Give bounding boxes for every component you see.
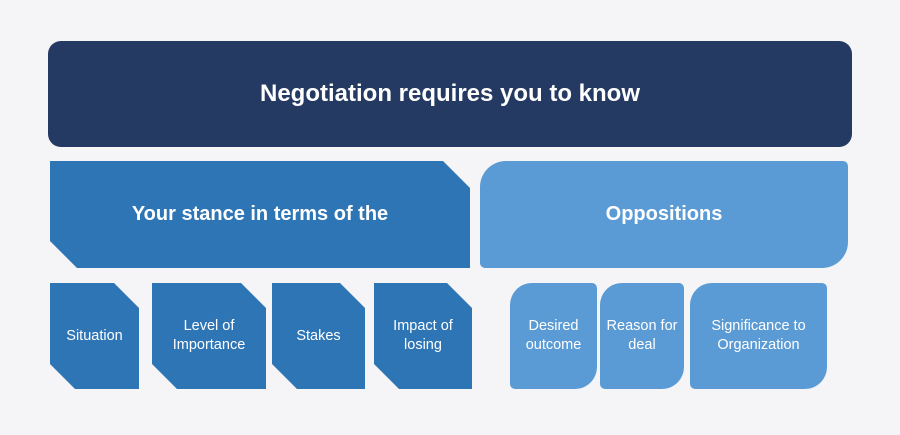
- node-impact-of-losing-label: Impact of losing: [393, 318, 453, 353]
- node-significance-to-organization-label: Significance to Organization: [711, 318, 806, 353]
- node-stakes: Stakes: [272, 283, 365, 389]
- node-level-of-importance: Level of Importance: [152, 283, 266, 389]
- node-reason-for-deal: Reason for deal: [600, 283, 684, 389]
- branch-header-oppositions-label: Oppositions: [605, 203, 723, 225]
- branch-header-oppositions: Oppositions: [480, 161, 848, 268]
- node-significance-to-organization: Significance to Organization: [690, 283, 827, 389]
- branch-header-your-stance: Your stance in terms of the: [50, 161, 470, 268]
- node-situation-label: Situation: [66, 327, 123, 344]
- node-level-of-importance-label: Level of Importance: [172, 318, 246, 353]
- title-banner-label: Negotiation requires you to know: [259, 80, 641, 107]
- node-impact-of-losing: Impact of losing: [374, 283, 472, 389]
- title-banner: Negotiation requires you to know: [48, 41, 852, 147]
- node-situation: Situation: [50, 283, 139, 389]
- node-stakes-label: Stakes: [296, 327, 341, 344]
- node-desired-outcome-label: Desired outcome: [525, 318, 582, 353]
- node-reason-for-deal-label: Reason for deal: [606, 318, 678, 353]
- branch-header-your-stance-label: Your stance in terms of the: [131, 203, 389, 225]
- node-desired-outcome: Desired outcome: [510, 283, 597, 389]
